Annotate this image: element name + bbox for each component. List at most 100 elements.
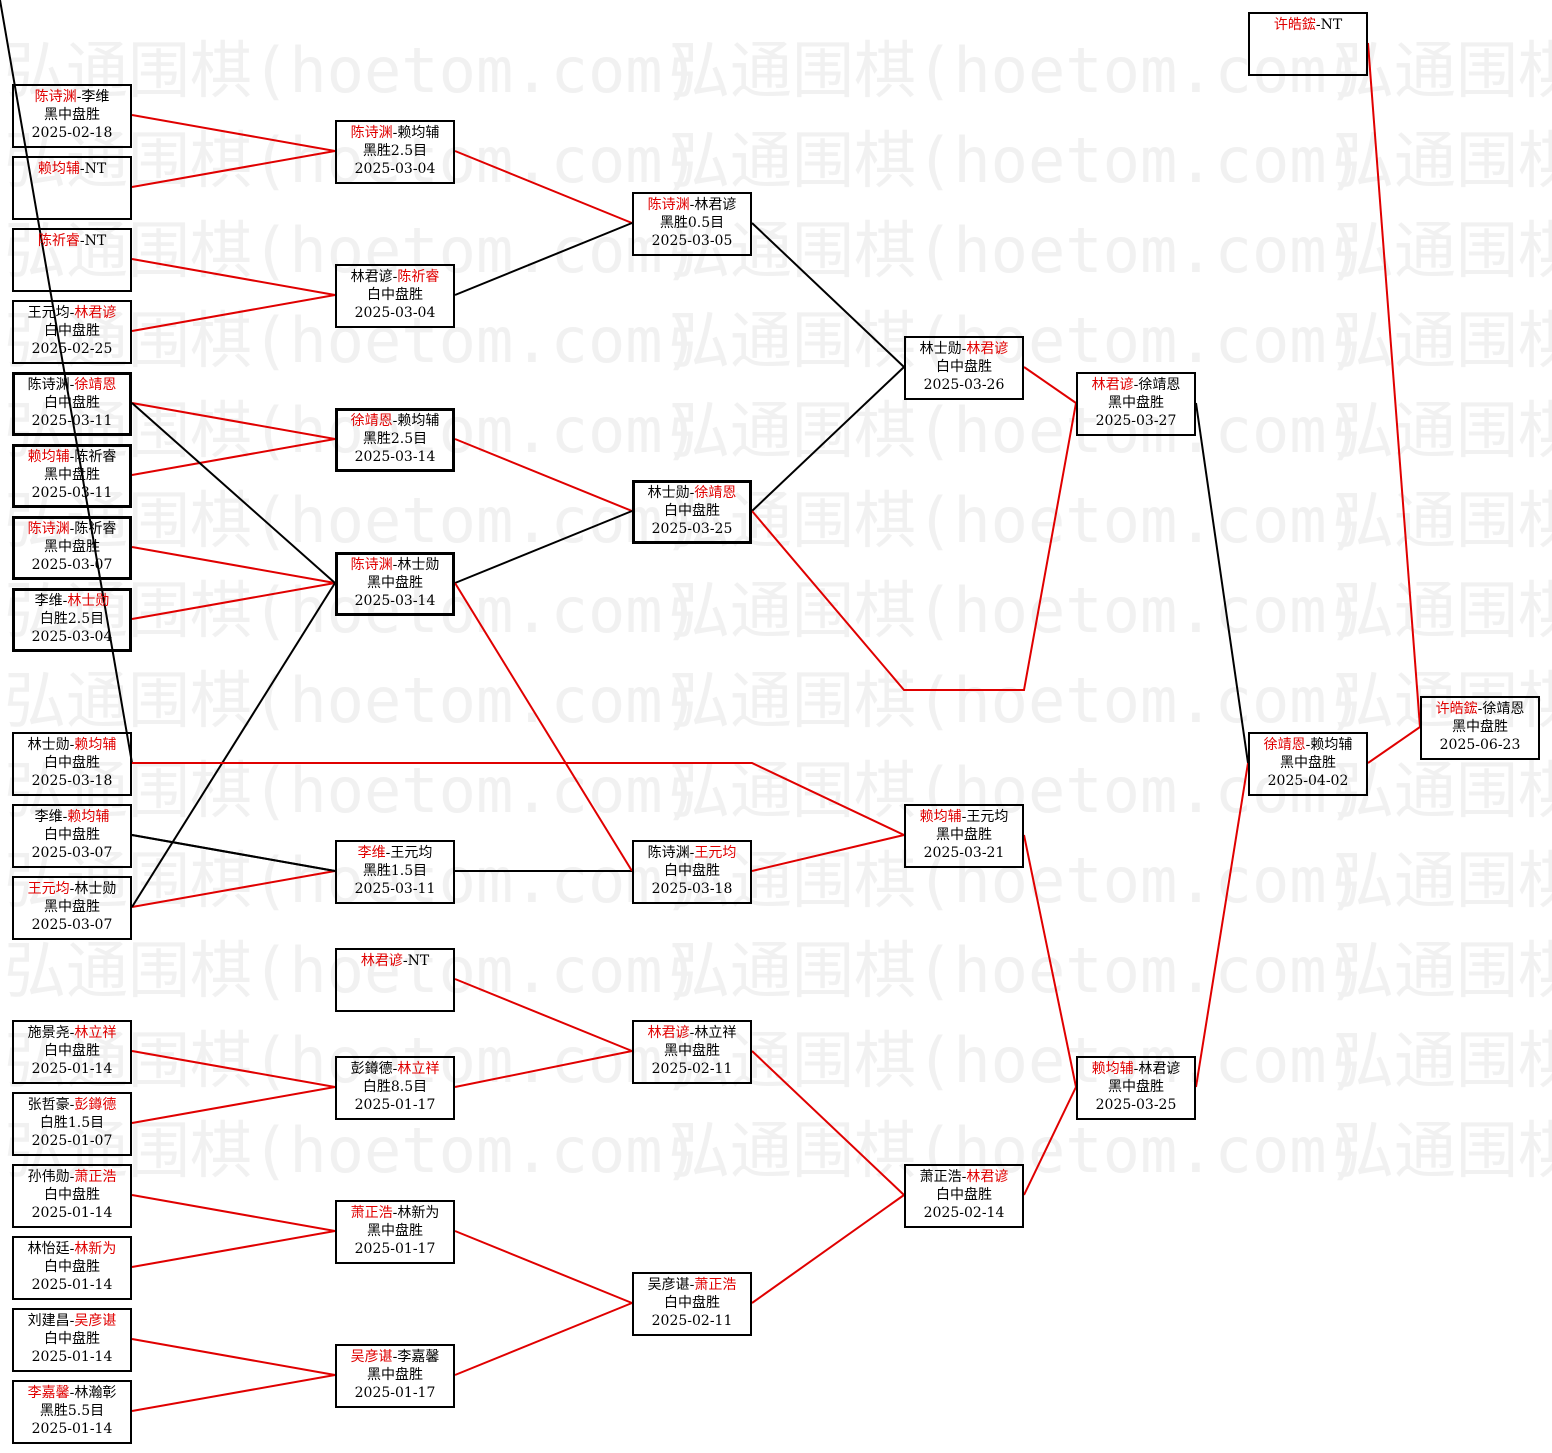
match-result: 黑胜1.5目 [362, 863, 428, 879]
bracket-connector [131, 546, 336, 584]
match-result: 白胜1.5目 [39, 1115, 105, 1131]
match-players: 赖均辅-王元均 [906, 808, 1022, 826]
match-result: 黑中盘胜 [44, 899, 100, 915]
player-black: 彭鐏德 [350, 1061, 393, 1077]
match-date: 2025-03-26 [923, 377, 1005, 393]
player-white: 徐靖恩 [1482, 701, 1525, 717]
player-white: NT [1320, 17, 1343, 33]
bracket-connector [131, 1086, 336, 1124]
match-result: 白中盘胜 [44, 1043, 100, 1059]
player-black: 施景尧 [27, 1025, 70, 1041]
match-result: 黑中盘胜 [664, 1043, 720, 1059]
separator: - [69, 1025, 75, 1041]
bracket-connector [131, 1194, 336, 1232]
match-result: 白中盘胜 [44, 755, 100, 771]
bracket-connector [751, 834, 905, 872]
player-black: 陈祈睿 [37, 233, 80, 249]
player-white: 徐靖恩 [1138, 377, 1181, 393]
player-white: 林士勋 [397, 557, 440, 573]
separator: - [69, 1385, 75, 1401]
bracket-connector [131, 1338, 336, 1376]
match-date: 2025-01-14 [31, 1061, 113, 1077]
bracket-connector [454, 1050, 633, 1088]
separator: - [69, 449, 75, 465]
separator: - [392, 1061, 398, 1077]
match-date: 2025-03-05 [651, 233, 733, 249]
match-result: 黑胜5.5目 [39, 1403, 105, 1419]
match-players: 徐靖恩-赖均辅 [1250, 736, 1366, 754]
watermark-text: 弘通围棋(hoetom.com) [1332, 844, 1552, 917]
player-white: 萧正浩 [694, 1277, 737, 1293]
bracket-connector [1367, 42, 1421, 728]
player-white: 吴彦谌 [74, 1313, 117, 1329]
separator: - [62, 593, 68, 609]
watermark-text: 弘通围棋(hoetom.com) [1332, 574, 1552, 647]
match-date: 2025-02-25 [31, 341, 113, 357]
match-box: 许皓鋐-NT [1248, 12, 1368, 76]
separator: - [1133, 1061, 1139, 1077]
player-white: 赖均辅 [1310, 737, 1353, 753]
separator: - [76, 89, 82, 105]
match-result: 白中盘胜 [44, 1331, 100, 1347]
match-players: 李维-赖均辅 [14, 808, 130, 826]
player-black: 陈诗渊 [27, 377, 70, 393]
player-black: 陈诗渊 [350, 125, 393, 141]
watermark-text: 弘通围棋(hoetom.com) [1332, 1024, 1552, 1097]
match-players: 李维-王元均 [337, 844, 453, 862]
watermark-text: 弘通围棋(hoetom.com) [1332, 1114, 1552, 1187]
player-black: 陈诗渊 [647, 197, 690, 213]
player-white: 陈祈睿 [74, 521, 117, 537]
watermark-text: 弘通围棋(hoetom.com) [668, 304, 1364, 377]
player-white: 林立祥 [694, 1025, 737, 1041]
match-date: 2025-01-14 [31, 1205, 113, 1221]
match-date: 2025-03-11 [31, 485, 113, 501]
bracket-connector [0, 0, 133, 764]
match-players: 徐靖恩-赖均辅 [338, 412, 452, 430]
match-result: 白中盘胜 [44, 1259, 100, 1275]
match-players: 王元均-林君谚 [14, 304, 130, 322]
separator: - [392, 557, 398, 573]
match-players: 林君谚-徐靖恩 [1078, 376, 1194, 394]
match-date: 2025-03-14 [354, 593, 436, 609]
match-result: 白中盘胜 [936, 1187, 992, 1203]
match-players: 彭鐏德-林立祥 [337, 1060, 453, 1078]
separator: - [392, 1349, 398, 1365]
watermark-text: 弘通围棋(hoetom.com) [1332, 484, 1552, 557]
match-players: 施景尧-林立祥 [14, 1024, 130, 1042]
match-result: 黑中盘胜 [44, 107, 100, 123]
separator: - [69, 1097, 75, 1113]
player-white: NT [84, 233, 107, 249]
bracket-connector [454, 1302, 633, 1376]
watermark-text: 弘通围棋(hoetom.com) [668, 664, 1364, 737]
watermark-text: 弘通围棋(hoetom.com) [4, 484, 700, 557]
match-players: 陈诗渊-陈祈睿 [15, 520, 129, 538]
separator: - [392, 413, 398, 429]
match-result: 白胜8.5目 [362, 1079, 428, 1095]
player-black: 李维 [34, 593, 63, 609]
match-players: 萧正浩-林新为 [337, 1204, 453, 1222]
player-white: 彭鐏德 [74, 1097, 117, 1113]
player-black: 萧正浩 [919, 1169, 962, 1185]
bracket-connector [751, 1050, 905, 1196]
match-date: 2025-03-25 [651, 521, 733, 537]
bracket-connector [454, 1230, 633, 1304]
separator: - [385, 845, 391, 861]
watermark-text: 弘通围棋(hoetom.com) [4, 574, 700, 647]
player-white: 李嘉馨 [397, 1349, 440, 1365]
match-result: 黑胜0.5目 [659, 215, 725, 231]
bracket-connector [131, 870, 336, 908]
separator: - [1133, 377, 1139, 393]
player-black: 王元均 [27, 881, 70, 897]
separator: - [961, 341, 967, 357]
separator: - [961, 809, 967, 825]
player-white: 陈祈睿 [397, 269, 440, 285]
match-players: 赖均辅-陈祈睿 [15, 448, 129, 466]
